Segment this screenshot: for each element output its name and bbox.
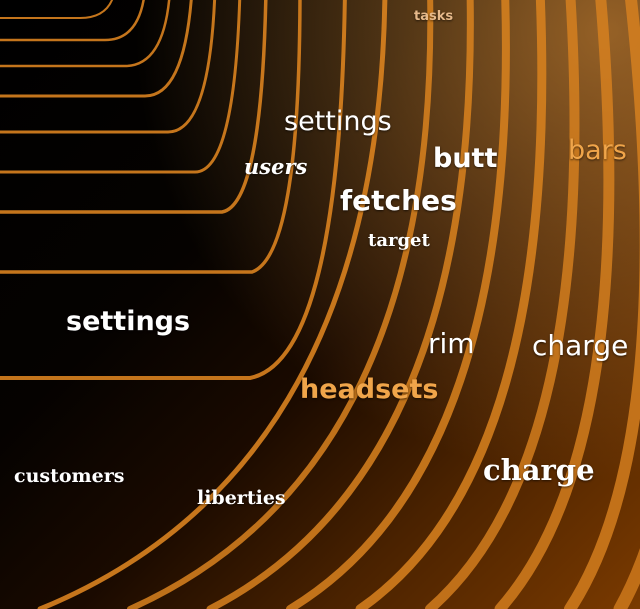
- word-charge-right: charge: [532, 329, 629, 362]
- word-fetches: fetches: [340, 184, 457, 217]
- word-charge-bottom: charge: [483, 453, 595, 487]
- word-headsets: headsets: [300, 374, 439, 405]
- word-tasks: tasks: [414, 9, 454, 24]
- word-liberties: liberties: [197, 487, 286, 509]
- word-customers: customers: [14, 465, 125, 487]
- word-settings-top: settings: [284, 106, 392, 137]
- word-rim: rim: [428, 327, 475, 360]
- word-butt: butt: [433, 143, 498, 174]
- word-target: target: [368, 230, 430, 251]
- word-users: users: [244, 154, 308, 179]
- word-settings-left: settings: [66, 306, 191, 337]
- word-bars: bars: [568, 135, 627, 166]
